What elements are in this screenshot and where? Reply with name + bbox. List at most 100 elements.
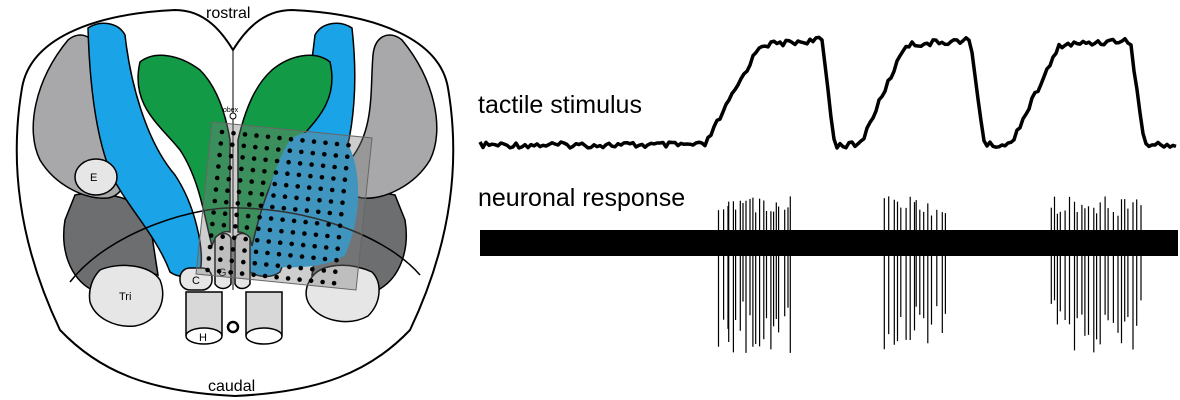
electrode-dot	[302, 231, 307, 236]
electrode-dot	[290, 230, 296, 235]
electrode-dot	[276, 251, 282, 257]
electrode-dot	[259, 192, 265, 197]
electrode-dot	[341, 188, 347, 194]
electrode-dot	[296, 172, 302, 178]
electrode-dot	[320, 163, 326, 169]
electrode-dot	[233, 224, 238, 229]
electrode-dot	[288, 136, 294, 142]
electrode-dot	[240, 155, 245, 160]
stimulus-label: tactile stimulus	[478, 91, 642, 119]
electrode-dot	[308, 278, 314, 284]
nucleus-pale-right	[305, 264, 380, 323]
electrode-dot	[275, 263, 281, 269]
response-spikes	[717, 196, 1142, 353]
electrode-dot	[287, 148, 293, 153]
electrode-dot	[216, 164, 221, 169]
electrode-dot	[321, 268, 327, 273]
electrode-dot	[294, 195, 299, 201]
electrode-dot	[309, 162, 314, 167]
electrode-dot	[300, 242, 306, 248]
electrode-dot	[248, 190, 253, 196]
electrode-dot	[280, 217, 285, 222]
electrode-dot	[249, 179, 254, 184]
electrode-dot	[234, 212, 239, 218]
electrode-dot	[335, 246, 341, 251]
electrode-dot	[250, 167, 256, 173]
electrode-dot	[265, 134, 271, 140]
electrode-dot	[273, 170, 279, 175]
electrode-dot	[293, 207, 298, 212]
electrode-dot	[334, 257, 339, 263]
electrode-dot	[220, 234, 225, 239]
electrode-dot	[274, 158, 280, 164]
electrode-dot	[340, 200, 345, 205]
electrode-dot	[322, 256, 328, 262]
electrode-dot	[224, 199, 229, 205]
electrode-dot	[214, 175, 220, 181]
electrode-dot	[212, 198, 218, 204]
electrode-dot	[251, 272, 256, 278]
electrode-dot	[288, 253, 293, 258]
electrode-dot	[339, 211, 344, 217]
electrode-dot	[323, 245, 329, 250]
electrode-dot	[228, 270, 233, 275]
electrode-dot	[244, 225, 250, 230]
electrode-dot	[323, 140, 328, 146]
nucleus-e	[74, 158, 118, 196]
electrode-dot	[253, 144, 258, 150]
electrode-dot	[285, 171, 290, 176]
electrode-dot	[282, 194, 288, 199]
electrode-dot	[211, 210, 216, 215]
electrode-dot	[237, 178, 243, 183]
electrode-dot	[266, 239, 272, 244]
electrode-dot	[332, 164, 337, 170]
electrode-dot	[334, 141, 340, 147]
electrode-dot	[207, 244, 213, 250]
electrode-dot	[303, 219, 308, 225]
electrode-dot	[263, 157, 268, 163]
electrode-dot	[329, 187, 335, 193]
electrode-dot	[345, 154, 350, 159]
electrode-dot	[310, 150, 316, 156]
electrode-dot	[260, 180, 266, 186]
electrode-dot	[239, 271, 245, 276]
electrode-dot	[311, 255, 316, 261]
electrode-dot	[295, 184, 301, 189]
electrode-dot	[243, 236, 248, 242]
label-caudal: caudal	[208, 378, 255, 395]
electrode-dot	[286, 159, 291, 165]
electrode-dot	[308, 173, 313, 179]
nucleus-h	[185, 327, 223, 345]
electrode-dot	[312, 244, 318, 249]
electrode-dot	[262, 169, 267, 174]
electrode-dot	[326, 222, 331, 227]
electrode-dot	[213, 187, 219, 192]
electrode-dot	[254, 133, 259, 138]
electrode-dot	[328, 199, 334, 204]
electrode-dot	[287, 264, 292, 270]
electrode-dot	[216, 268, 222, 274]
electrode-dot	[253, 249, 259, 255]
electrode-dot	[230, 247, 236, 252]
electrode-dot	[304, 208, 310, 213]
electrode-dot	[327, 210, 333, 216]
electrode-dot	[297, 161, 303, 166]
nucleus-c	[179, 267, 213, 291]
electrode-dot	[281, 205, 287, 211]
electrode-dot	[205, 267, 210, 273]
electrode-dot	[258, 203, 264, 209]
electrode-dot	[333, 153, 339, 158]
electrode-dot	[219, 129, 225, 135]
electrode-dot	[251, 156, 257, 161]
electrode-dot	[299, 254, 305, 259]
label-obex: obex	[223, 107, 239, 114]
electrode-dot	[336, 234, 342, 240]
electrode-dot	[285, 276, 291, 281]
electrode-dot	[277, 135, 282, 141]
electrode-dot	[300, 138, 305, 143]
electrode-dot	[270, 204, 275, 210]
label-h: H	[199, 332, 207, 344]
electrode-dot	[225, 188, 230, 193]
electrode-dot	[314, 221, 320, 226]
